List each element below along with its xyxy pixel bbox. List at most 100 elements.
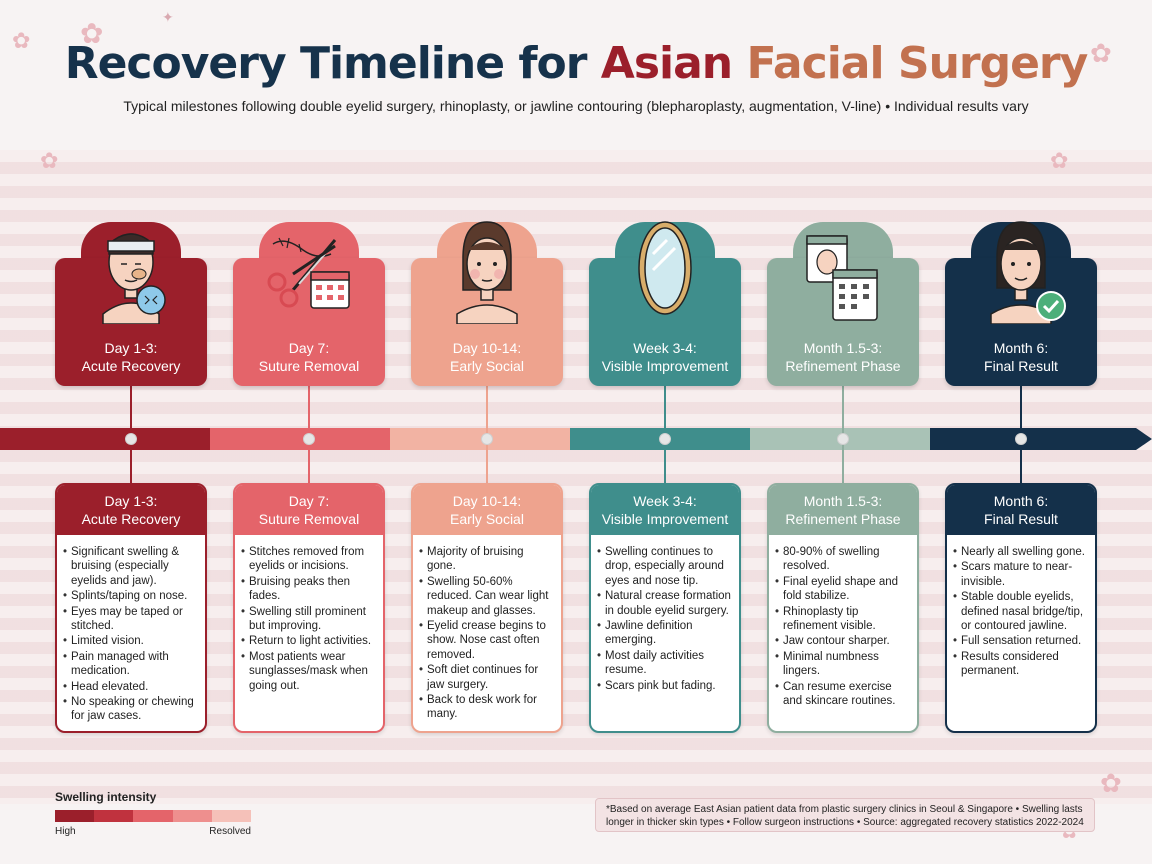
list-item: No speaking or chewing for jaw cases. bbox=[63, 695, 197, 724]
list-item: Scars pink but fading. bbox=[597, 679, 731, 694]
stage-label-line1: Month 1.5-3: bbox=[803, 340, 883, 356]
footnote: *Based on average East Asian patient dat… bbox=[595, 798, 1095, 832]
title-part-2: Asian bbox=[600, 38, 733, 89]
list-item: 80-90% of swelling resolved. bbox=[775, 545, 909, 574]
list-item: Eyelid crease begins to show. Nose cast … bbox=[419, 619, 553, 662]
detail-card-week-3-4: Week 3-4: Visible Improvement Swelling c… bbox=[589, 483, 741, 733]
list-item: Jaw contour sharper. bbox=[775, 634, 909, 649]
list-item: Bruising peaks then fades. bbox=[241, 575, 375, 604]
bullet-list: Nearly all swelling gone. Scars mature t… bbox=[947, 535, 1095, 679]
detail-card-day-10-14: Day 10-14: Early Social Majority of brui… bbox=[411, 483, 563, 733]
bullet-list: Majority of bruising gone. Swelling 50-6… bbox=[413, 535, 561, 722]
blossom-icon: ✿ bbox=[40, 148, 59, 173]
list-item: Limited vision. bbox=[63, 634, 197, 649]
blossom-icon: ✿ bbox=[80, 18, 104, 49]
list-item: Swelling 50-60% reduced. Can wear light … bbox=[419, 575, 553, 618]
list-item: Nearly all swelling gone. bbox=[953, 545, 1087, 560]
list-item: Most patients wear sunglasses/mask when … bbox=[241, 650, 375, 693]
legend-swatch bbox=[133, 810, 173, 822]
legend-labels: High Resolved bbox=[55, 826, 255, 840]
list-item: Significant swelling & bruising (especia… bbox=[63, 545, 197, 588]
detail-card-day-7: Day 7: Suture Removal Stitches removed f… bbox=[233, 483, 385, 733]
timeline-dot bbox=[837, 433, 849, 445]
list-item: Majority of bruising gone. bbox=[419, 545, 553, 574]
list-item: Soft diet continues for jaw surgery. bbox=[419, 663, 553, 692]
stage-label-line2: Visible Improvement bbox=[601, 358, 729, 374]
list-item: Jawline definition emerging. bbox=[597, 619, 731, 648]
list-item: Eyes may be taped or stitched. bbox=[63, 605, 197, 634]
detail-header: Month 6: Final Result bbox=[947, 485, 1095, 535]
stage-label: Month 6: Final Result bbox=[945, 339, 1097, 375]
timeline-dot bbox=[1015, 433, 1027, 445]
detail-header-line1: Month 1.5-3: bbox=[803, 493, 883, 509]
detail-header: Week 3-4: Visible Improvement bbox=[591, 485, 739, 535]
blossom-icon: ✿ bbox=[1100, 768, 1122, 798]
bullet-list: Stitches removed from eyelids or incisio… bbox=[235, 535, 383, 693]
stage-label-line2: Refinement Phase bbox=[785, 358, 901, 374]
timeline-bar bbox=[0, 428, 1152, 450]
detail-header-line1: Day 1-3: bbox=[104, 493, 158, 509]
sparkle-icon: ✦ bbox=[162, 9, 174, 25]
list-item: Back to desk work for many. bbox=[419, 693, 553, 722]
face-icon bbox=[456, 221, 518, 324]
detail-card-month-1-5-3: Month 1.5-3: Refinement Phase 80-90% of … bbox=[767, 483, 919, 733]
detail-header-line1: Day 10-14: bbox=[452, 493, 522, 509]
blossom-icon: ✿ bbox=[1050, 148, 1069, 173]
detail-header: Month 1.5-3: Refinement Phase bbox=[769, 485, 917, 535]
list-item: Rhinoplasty tip refinement visible. bbox=[775, 605, 909, 634]
mirror-icon bbox=[638, 221, 692, 315]
list-item: Can resume exercise and skincare routine… bbox=[775, 680, 909, 709]
detail-header: Day 7: Suture Removal bbox=[235, 485, 383, 535]
bullet-list: Significant swelling & bruising (especia… bbox=[57, 535, 205, 724]
stage-label-line1: Day 1-3: bbox=[104, 340, 158, 356]
subtitle: Typical milestones following double eyel… bbox=[123, 98, 1029, 114]
detail-header-line2: Suture Removal bbox=[258, 511, 360, 527]
stage-label-line2: Acute Recovery bbox=[81, 358, 181, 374]
swelling-legend: Swelling intensity High Resolved bbox=[55, 790, 255, 840]
bullet-list: 80-90% of swelling resolved. Final eyeli… bbox=[769, 535, 917, 708]
list-item: Stitches removed from eyelids or incisio… bbox=[241, 545, 375, 574]
list-item: Most daily activities resume. bbox=[597, 649, 731, 678]
scissors-calendar-icon bbox=[267, 237, 350, 309]
legend-gradient-bar bbox=[55, 810, 252, 822]
legend-swatch bbox=[55, 810, 95, 822]
list-item: Results considered permanent. bbox=[953, 650, 1087, 679]
timeline-segment bbox=[0, 428, 226, 450]
legend-title: Swelling intensity bbox=[55, 790, 157, 804]
list-item: Splints/taping on nose. bbox=[63, 589, 197, 604]
timeline-dot bbox=[659, 433, 671, 445]
timeline-segment bbox=[930, 428, 1152, 450]
detail-header-line2: Early Social bbox=[450, 511, 524, 527]
legend-swatch bbox=[172, 810, 212, 822]
list-item: Pain managed with medication. bbox=[63, 650, 197, 679]
blossom-icon: ✿ bbox=[12, 28, 31, 53]
list-item: Return to light activities. bbox=[241, 634, 375, 649]
list-item: Head elevated. bbox=[63, 680, 197, 695]
stage-label-line1: Month 6: bbox=[993, 340, 1049, 356]
detail-header-line2: Refinement Phase bbox=[785, 511, 901, 527]
stage-label: Day 1-3: Acute Recovery bbox=[55, 339, 207, 375]
stage-label-line2: Final Result bbox=[984, 358, 1058, 374]
list-item: Scars mature to near-invisible. bbox=[953, 560, 1087, 589]
stage-card-day-7 bbox=[233, 258, 385, 386]
legend-swatch bbox=[211, 810, 252, 822]
stage-label: Day 7: Suture Removal bbox=[233, 339, 385, 375]
legend-resolved-label: Resolved bbox=[209, 826, 251, 837]
list-item: Stable double eyelids, defined nasal bri… bbox=[953, 590, 1087, 633]
detail-header-line2: Acute Recovery bbox=[81, 511, 181, 527]
list-item: Minimal numbness lingers. bbox=[775, 650, 909, 679]
list-item: Final eyelid shape and fold stabilize. bbox=[775, 575, 909, 604]
detail-card-day-1-3: Day 1-3: Acute Recovery Significant swel… bbox=[55, 483, 207, 733]
page-title: Recovery Timeline for Asian Facial Surge… bbox=[0, 38, 1152, 89]
final-face-check-icon bbox=[990, 221, 1066, 324]
stage-label-line1: Day 10-14: bbox=[452, 340, 522, 356]
stage-label-line1: Day 7: bbox=[288, 340, 330, 356]
timeline-dot bbox=[481, 433, 493, 445]
calendar-icon bbox=[806, 235, 878, 321]
title-part-3: Facial Surgery bbox=[746, 38, 1088, 89]
blossom-icon: ✿ bbox=[1090, 38, 1112, 68]
detail-header-line1: Month 6: bbox=[993, 493, 1049, 509]
legend-swatch bbox=[94, 810, 134, 822]
detail-card-month-6: Month 6: Final Result Nearly all swellin… bbox=[945, 483, 1097, 733]
stage-label: Month 1.5-3: Refinement Phase bbox=[767, 339, 919, 375]
